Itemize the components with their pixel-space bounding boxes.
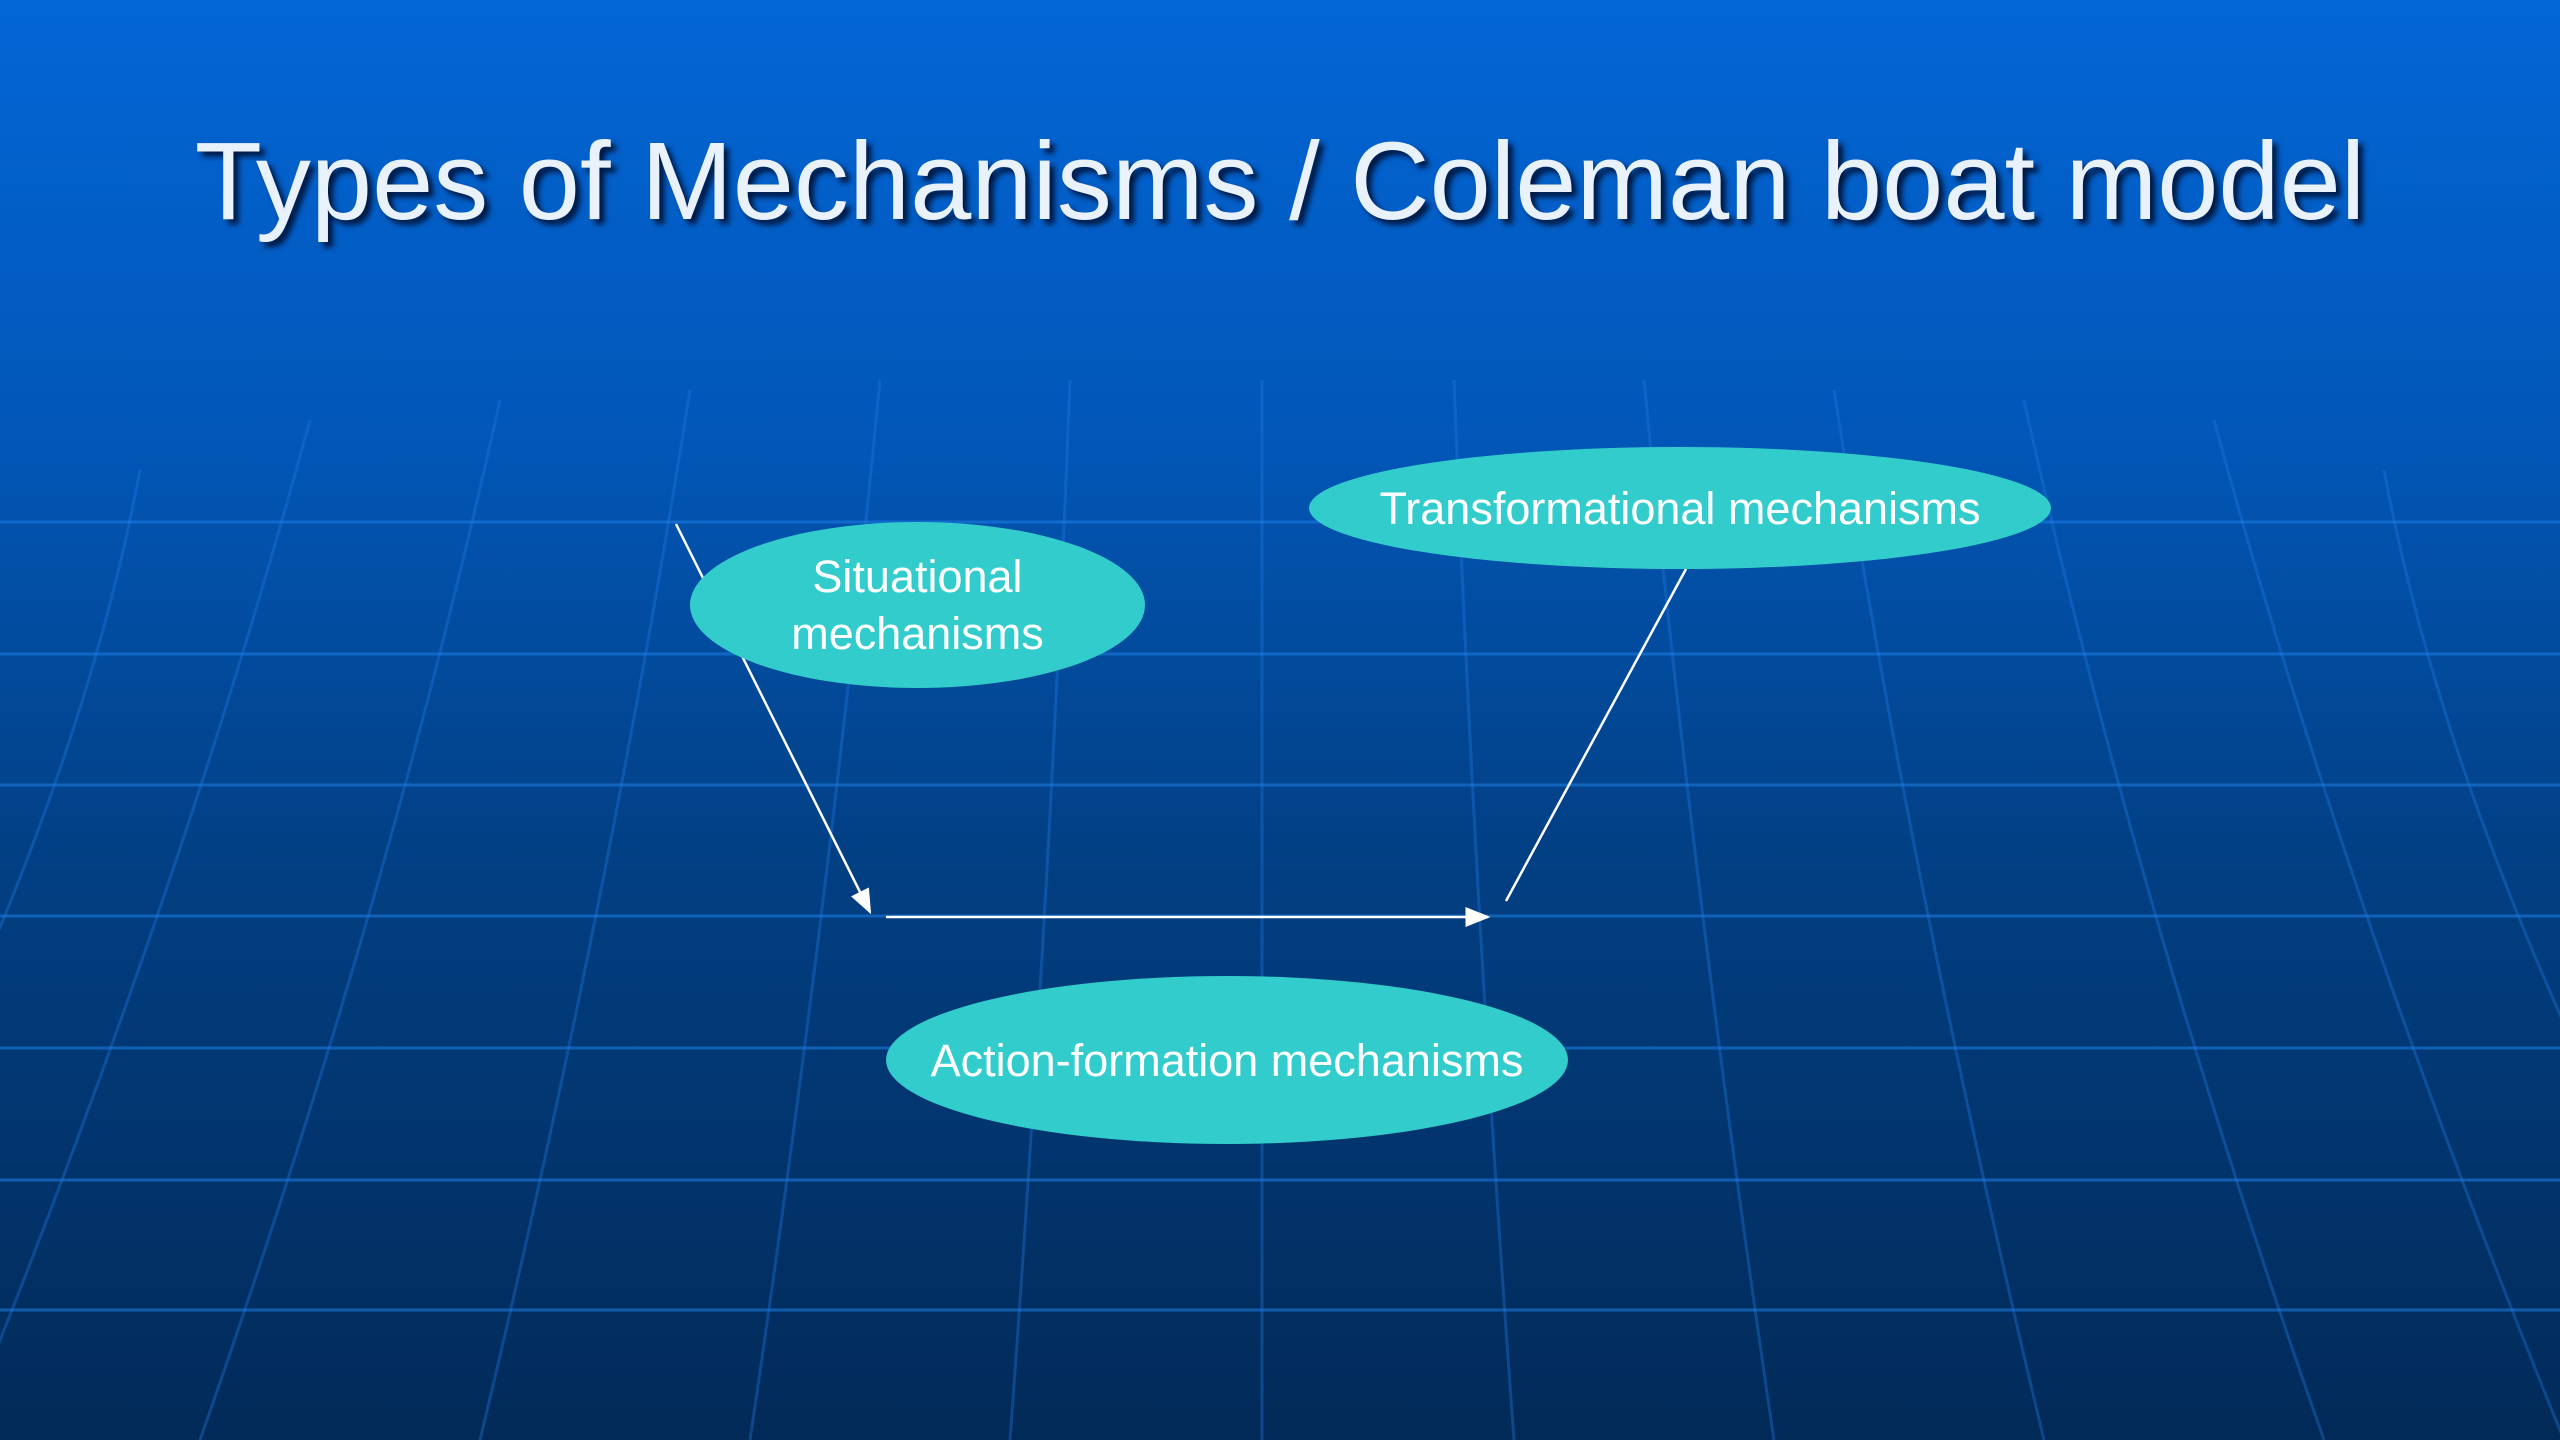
action-formation-mechanisms-node: Action-formation mechanisms <box>886 976 1568 1144</box>
transformational-connector <box>1504 568 1688 902</box>
transformational-mechanisms-node: Transformational mechanisms <box>1309 447 2051 569</box>
situational-node-line1: Situational <box>812 551 1023 602</box>
slide-title: Types of Mechanisms / Coleman boat model <box>194 120 2366 243</box>
transformational-node-label: Transformational mechanisms <box>1379 482 1981 534</box>
situational-mechanisms-node: Situational mechanisms <box>690 522 1145 688</box>
situational-node-line2: mechanisms <box>791 608 1044 659</box>
action-formation-node-label: Action-formation mechanisms <box>930 1034 1524 1086</box>
